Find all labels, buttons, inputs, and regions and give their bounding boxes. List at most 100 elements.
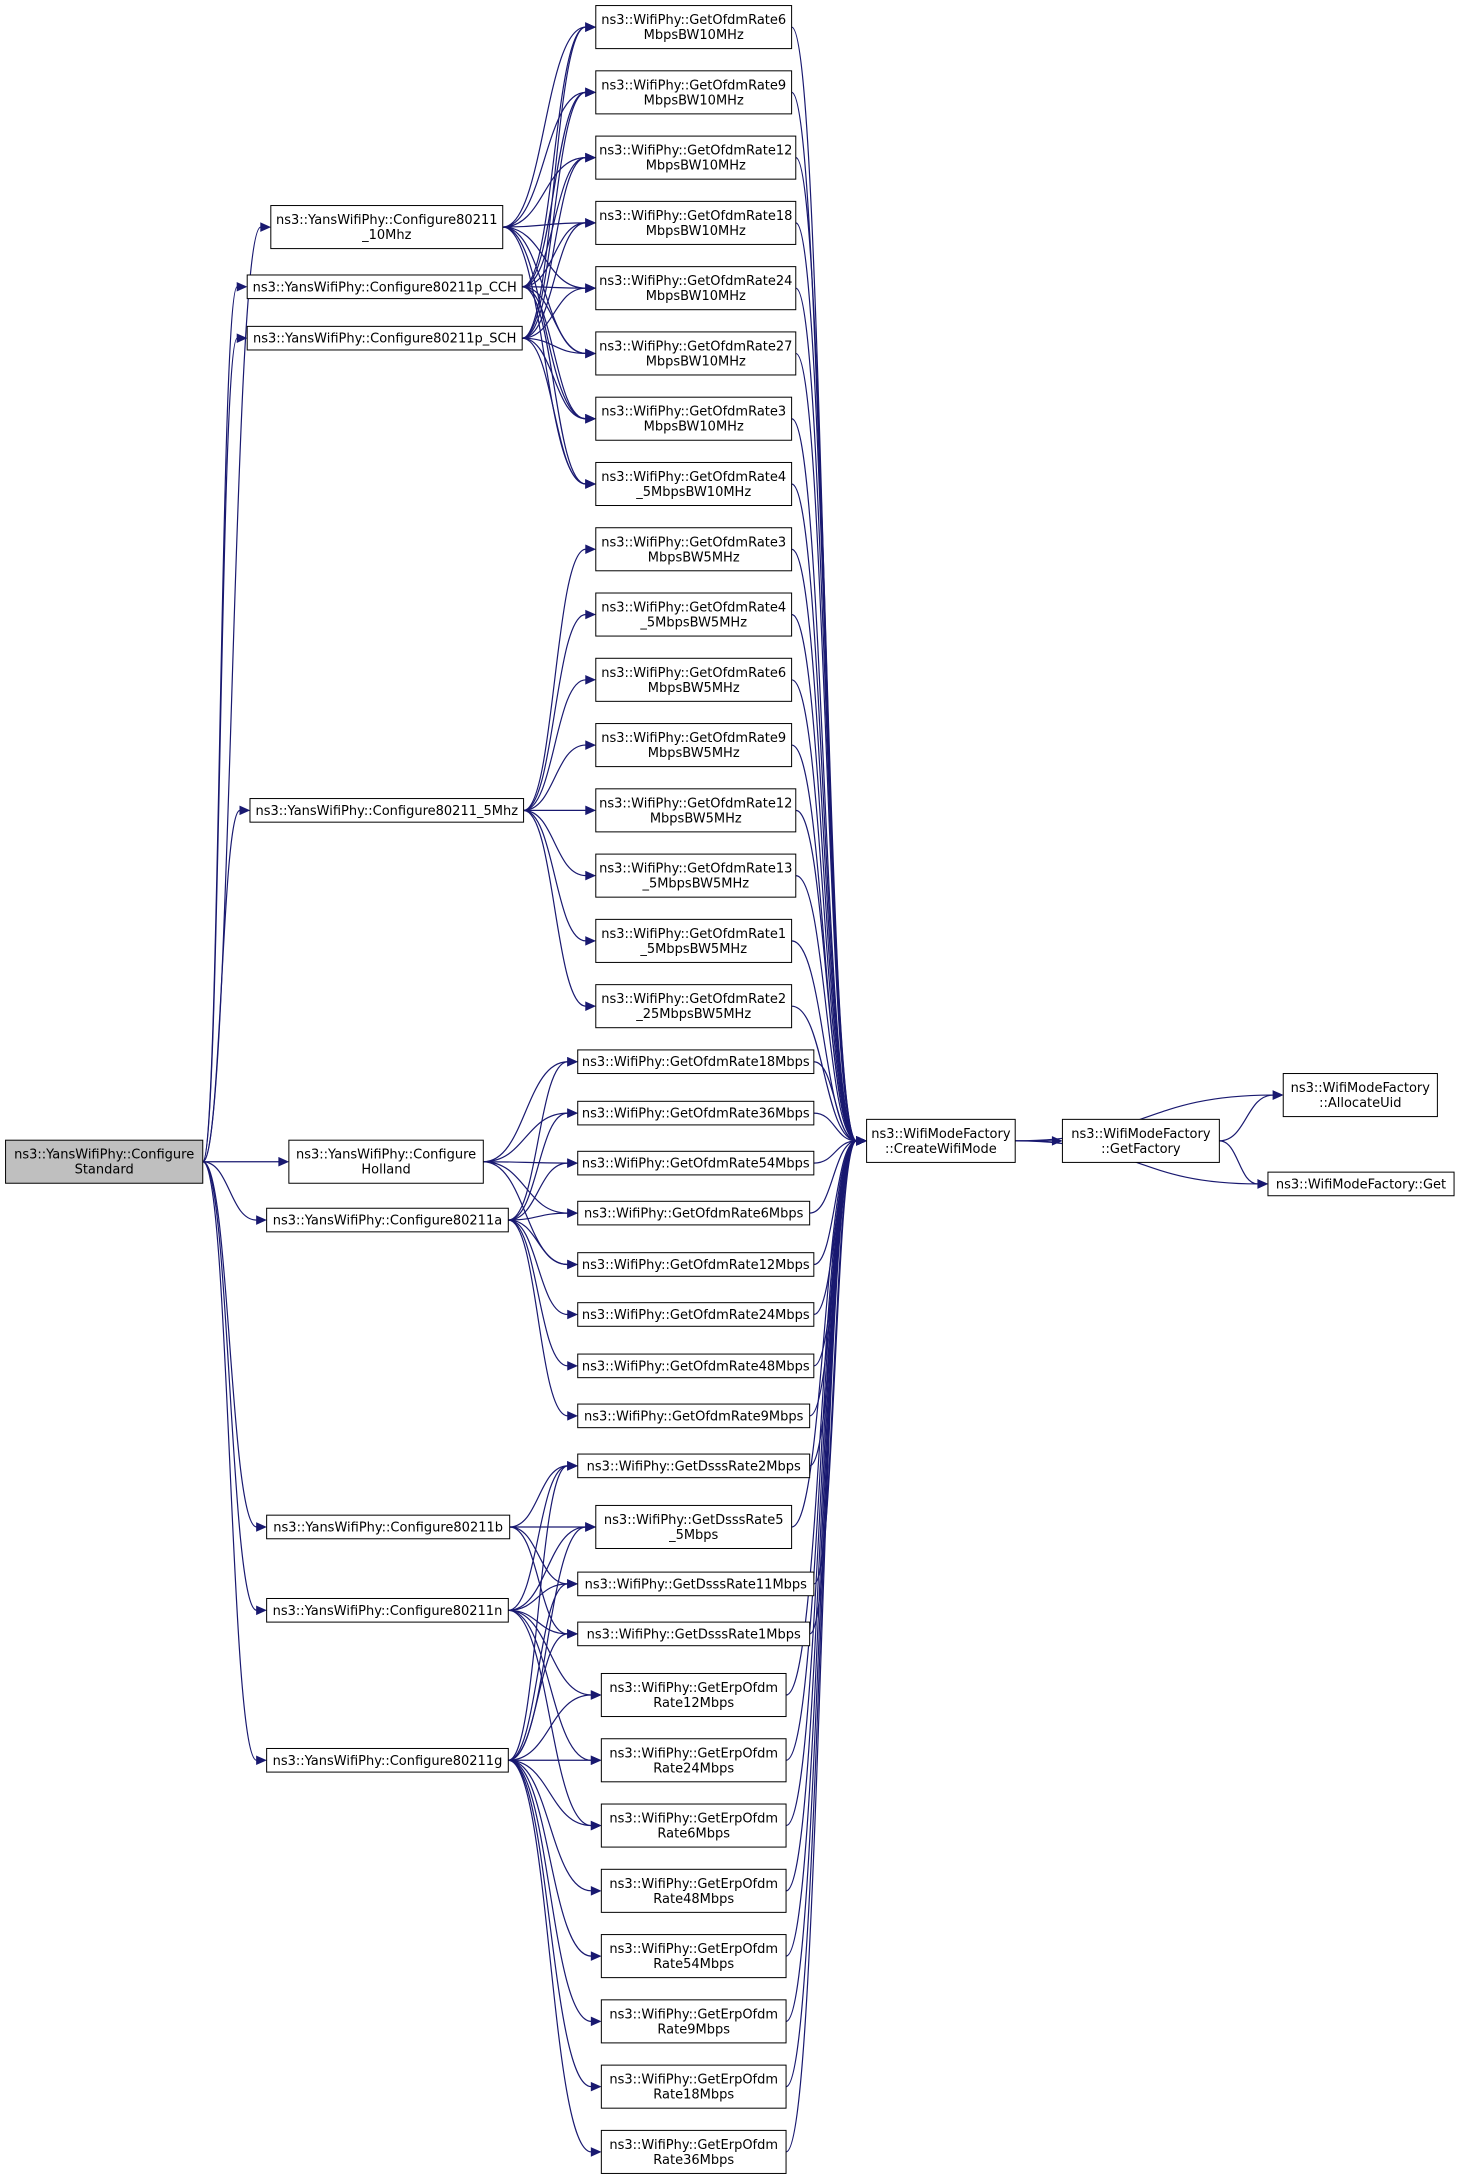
function-node-d11[interactable]: ns3::WifiPhy::GetDsssRate11Mbps — [577, 1571, 815, 1597]
arrow-head-c5mhz-t5_135 — [585, 870, 597, 881]
function-node-cwm[interactable]: ns3::WifiModeFactory::CreateWifiMode — [866, 1118, 1016, 1163]
node-label-line: ns3::WifiPhy::GetOfdmRate27 — [599, 339, 792, 354]
function-node-csch[interactable]: ns3::YansWifiPhy::Configure80211p_SCH — [246, 325, 523, 351]
node-box — [595, 135, 797, 180]
node-box — [595, 723, 793, 768]
node-label-line: ns3::YansWifiPhy::Configure80211a — [273, 1214, 502, 1229]
function-node-o18[interactable]: ns3::WifiPhy::GetOfdmRate18Mbps — [577, 1049, 815, 1075]
node-label-line: ns3::WifiPhy::GetOfdmRate12 — [599, 144, 792, 159]
call-edge-e6-cwm — [785, 1140, 857, 1827]
node-label-line: ns3::WifiPhy::GetOfdmRate18 — [599, 209, 792, 224]
function-node-t5_45[interactable]: ns3::WifiPhy::GetOfdmRate4_5MbpsBW5MHz — [595, 592, 793, 637]
function-node-t5_135[interactable]: ns3::WifiPhy::GetOfdmRate13_5MbpsBW5MHz — [595, 853, 797, 898]
node-box — [600, 1934, 787, 1979]
call-edge-e12-cwm — [785, 1140, 857, 1696]
node-box — [577, 1049, 815, 1075]
arrow-head-cg-e9 — [590, 2016, 602, 2027]
call-edge-cwm-au — [1015, 1094, 1274, 1142]
function-node-t5_15[interactable]: ns3::WifiPhy::GetOfdmRate1_5MbpsBW5MHz — [595, 918, 793, 963]
node-box — [595, 984, 793, 1029]
call-edge-csch-t10_45 — [522, 337, 586, 485]
function-node-o6[interactable]: ns3::WifiPhy::GetOfdmRate6Mbps — [577, 1200, 811, 1226]
function-node-cb[interactable]: ns3::YansWifiPhy::Configure80211b — [266, 1514, 511, 1540]
node-label-line: ns3::WifiPhy::GetOfdmRate24Mbps — [582, 1308, 810, 1323]
call-edge-ca-o54 — [508, 1162, 568, 1221]
call-edge-ccch-t10_45 — [522, 286, 586, 485]
function-node-d55[interactable]: ns3::WifiPhy::GetDsssRate5_5Mbps — [595, 1504, 793, 1549]
function-node-gf[interactable]: ns3::WifiModeFactory::GetFactory — [1061, 1118, 1220, 1163]
node-label-line: ns3::WifiPhy::GetErpOfdm — [609, 2138, 778, 2153]
node-label-line: MbpsBW10MHz — [646, 159, 746, 174]
arrow-head-ca-o18 — [567, 1056, 578, 1067]
function-node-au[interactable]: ns3::WifiModeFactory::AllocateUid — [1282, 1073, 1438, 1118]
call-edge-csch-t10_6 — [522, 26, 586, 339]
function-node-c10mhz[interactable]: ns3::YansWifiPhy::Configure80211_10Mhz — [270, 205, 504, 250]
function-node-get[interactable]: ns3::WifiModeFactory::Get — [1267, 1171, 1455, 1197]
function-node-o36[interactable]: ns3::WifiPhy::GetOfdmRate36Mbps — [577, 1100, 815, 1126]
node-box — [246, 274, 523, 300]
node-box — [577, 1353, 815, 1379]
call-edge-cn-e24 — [508, 1609, 592, 1761]
function-node-ccch[interactable]: ns3::YansWifiPhy::Configure80211p_CCH — [246, 274, 523, 300]
call-edge-cg-e12 — [508, 1694, 592, 1761]
arrow-head-e36-cwm — [856, 1136, 867, 1146]
call-edge-cg-e9 — [508, 1759, 592, 2022]
function-node-t10_45[interactable]: ns3::WifiPhy::GetOfdmRate4_5MbpsBW10MHz — [595, 461, 793, 507]
function-node-c5mhz[interactable]: ns3::YansWifiPhy::Configure80211_5Mhz — [249, 798, 525, 823]
function-node-o48[interactable]: ns3::WifiPhy::GetOfdmRate48Mbps — [577, 1353, 815, 1379]
node-label-line: ns3::YansWifiPhy::Configure80211p_CCH — [253, 280, 517, 295]
node-label-line: _5MbpsBW5MHz — [639, 942, 747, 957]
call-edge-csch-t10_27 — [522, 337, 586, 355]
function-node-d2[interactable]: ns3::WifiPhy::GetDsssRate2Mbps — [577, 1453, 811, 1479]
function-node-cg[interactable]: ns3::YansWifiPhy::Configure80211g — [266, 1747, 509, 1773]
node-box — [595, 527, 793, 572]
node-box — [595, 331, 797, 376]
function-node-cn[interactable]: ns3::YansWifiPhy::Configure80211n — [266, 1597, 509, 1623]
function-node-t5_225[interactable]: ns3::WifiPhy::GetOfdmRate2_25MbpsBW5MHz — [595, 984, 793, 1029]
call-edge-root-cg — [202, 1161, 258, 1761]
function-node-d1[interactable]: ns3::WifiPhy::GetDsssRate1Mbps — [577, 1621, 811, 1647]
node-label-line: ns3::WifiPhy::GetOfdmRate24 — [599, 274, 792, 289]
call-edge-cn-d55 — [508, 1526, 586, 1611]
function-node-o24[interactable]: ns3::WifiPhy::GetOfdmRate24Mbps — [577, 1302, 815, 1327]
arrow-head-c5mhz-t5_12 — [585, 805, 597, 816]
node-label-line: _5MbpsBW5MHz — [639, 616, 747, 631]
node-label-line: ns3::YansWifiPhy::Configure80211g — [273, 1754, 503, 1769]
arrow-head-csch-t10_27 — [585, 348, 597, 359]
function-node-ca[interactable]: ns3::YansWifiPhy::Configure80211a — [266, 1207, 509, 1233]
call-edge-holland-o36 — [483, 1112, 568, 1163]
node-label-line: _5MbpsBW10MHz — [635, 485, 751, 500]
node-box — [266, 1207, 509, 1233]
function-node-o12[interactable]: ns3::WifiPhy::GetOfdmRate12Mbps — [577, 1252, 815, 1277]
arrow-head-cg-e48 — [590, 1886, 602, 1896]
function-node-o54[interactable]: ns3::WifiPhy::GetOfdmRate54Mbps — [577, 1150, 815, 1176]
arrow-head-root-c10mhz — [260, 222, 272, 232]
node-label-line: ns3::WifiPhy::GetOfdmRate54Mbps — [582, 1157, 810, 1172]
arrow-head-cg-e18 — [590, 2081, 602, 2092]
function-node-o9[interactable]: ns3::WifiPhy::GetOfdmRate9Mbps — [577, 1403, 811, 1429]
call-edge-cb-d11 — [509, 1526, 568, 1585]
node-box — [266, 1597, 509, 1623]
